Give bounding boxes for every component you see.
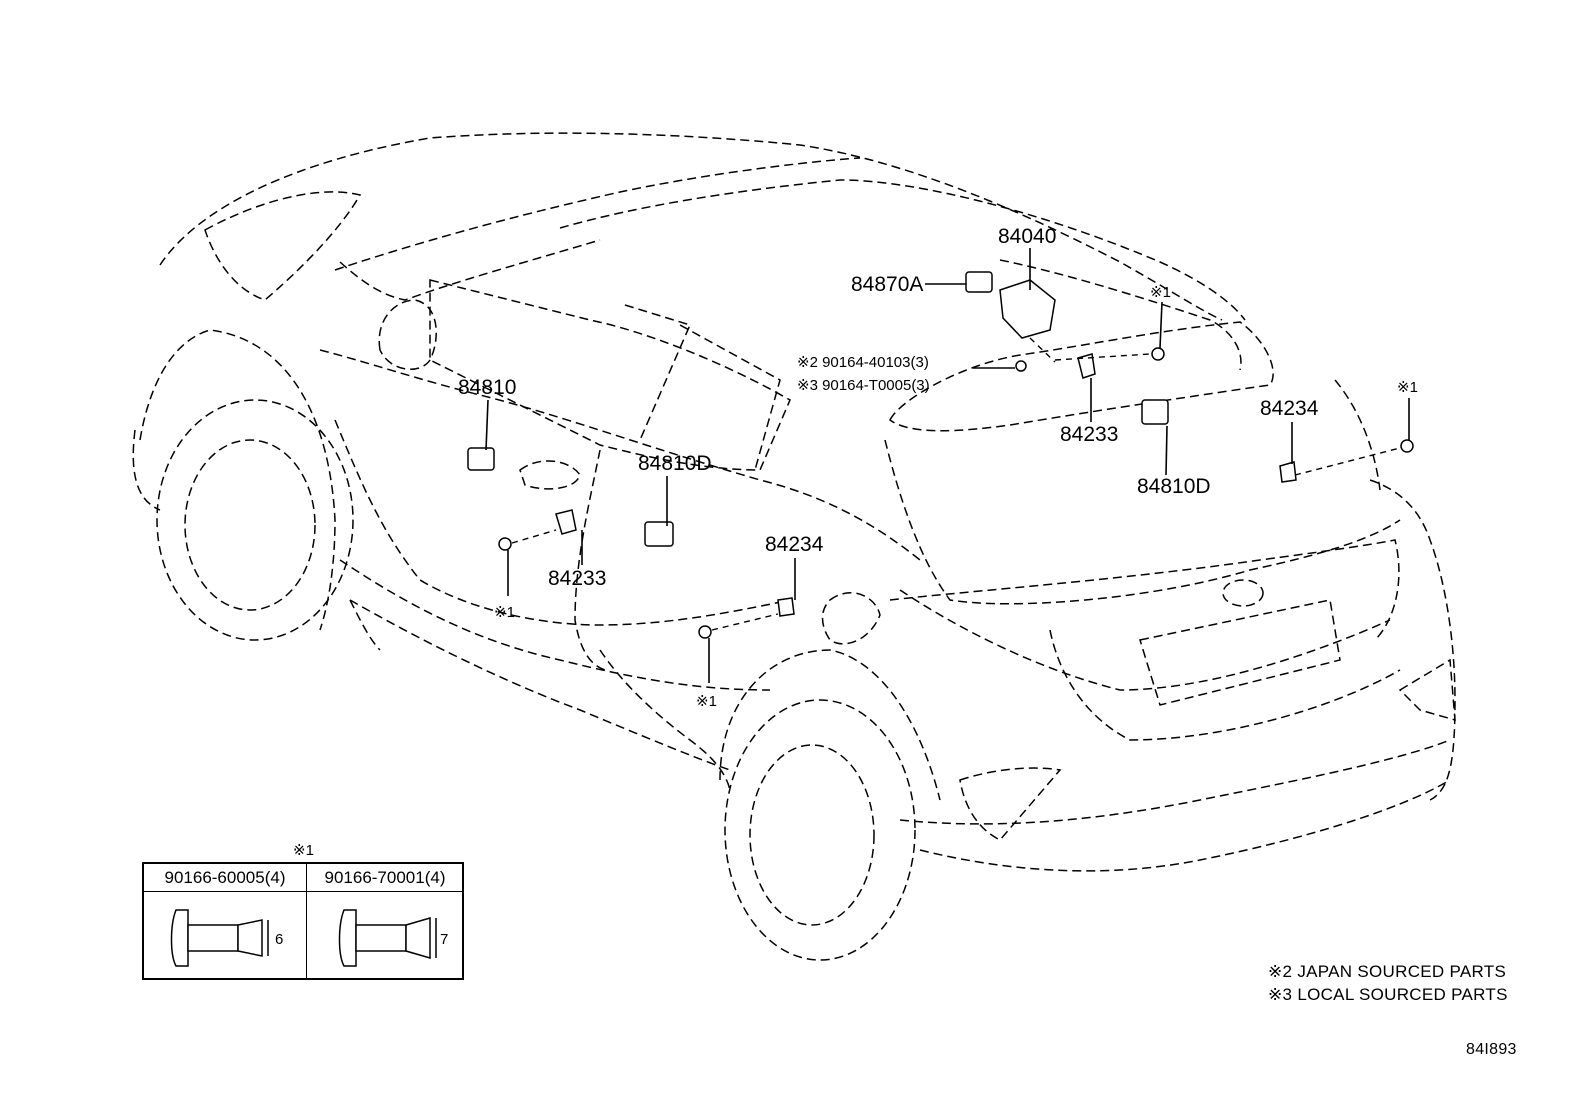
- label-star1-right: ※1: [1397, 379, 1418, 396]
- bolt-star1-top-icon: [1151, 347, 1165, 361]
- label-84234-right: 84234: [1260, 397, 1319, 420]
- sensor-84810D-mid-icon: [644, 521, 674, 547]
- label-star1-mid: ※1: [696, 693, 717, 710]
- label-84040: 84040: [998, 225, 1056, 248]
- legend-divider: [306, 864, 307, 978]
- label-star1-top: ※1: [1150, 284, 1171, 301]
- bolt-jp-local-icon: [1015, 360, 1027, 372]
- label-84810: 84810: [458, 376, 516, 399]
- part-glyphs: [467, 271, 1414, 639]
- sensor-84810-icon: [467, 447, 495, 471]
- legend-col1: 90166-60005(4): [144, 864, 306, 892]
- label-84234-mid: 84234: [765, 533, 824, 556]
- dimension-6: 6: [275, 931, 283, 948]
- note-local-sourced: ※3 LOCAL SOURCED PARTS: [1268, 985, 1508, 1004]
- sensor-84810D-rear-icon: [1141, 399, 1169, 425]
- label-star1-side: ※1: [494, 604, 515, 621]
- bolt-star1-mid-icon: [698, 625, 712, 639]
- bracket-84233-side-icon: [555, 509, 577, 535]
- label-84810D-mid: 84810D: [638, 452, 712, 475]
- clip-84234-mid-icon: [777, 597, 795, 617]
- label-84810D-rear: 84810D: [1137, 475, 1211, 498]
- label-jp-bolt: ※2 90164-40103(3): [797, 354, 929, 371]
- bolt-drawings: [170, 909, 437, 967]
- part-labels: 84040 84870A ※1 ※2 90164-40103(3) ※3 901…: [458, 225, 1418, 710]
- note-japan-sourced: ※2 JAPAN SOURCED PARTS: [1268, 962, 1507, 981]
- dashed-leaders: [511, 337, 1401, 631]
- label-84233-side: 84233: [548, 567, 606, 590]
- clip-84870A-icon: [965, 271, 993, 293]
- bolt-star1-side-icon: [498, 537, 512, 551]
- dimension-7: 7: [440, 931, 448, 948]
- label-84233-rear: 84233: [1060, 423, 1118, 446]
- legend-col2: 90166-70001(4): [306, 864, 464, 892]
- label-84870A: 84870A: [851, 273, 923, 296]
- junction-block-84040-icon: [999, 279, 1056, 339]
- bolt-star1-right-icon: [1400, 439, 1414, 453]
- label-local-bolt: ※3 90164-T0005(3): [797, 377, 930, 394]
- bracket-84233-rear-icon: [1077, 353, 1096, 379]
- figure-id: 84I893: [1466, 1041, 1517, 1058]
- legend-table: 90166-60005(4) 90166-70001(4): [142, 862, 464, 980]
- vehicle-outline: [132, 132, 1456, 961]
- leader-lines: [485, 248, 1410, 683]
- clip-84234-right-icon: [1279, 461, 1297, 483]
- legend-marker: ※1: [293, 842, 314, 859]
